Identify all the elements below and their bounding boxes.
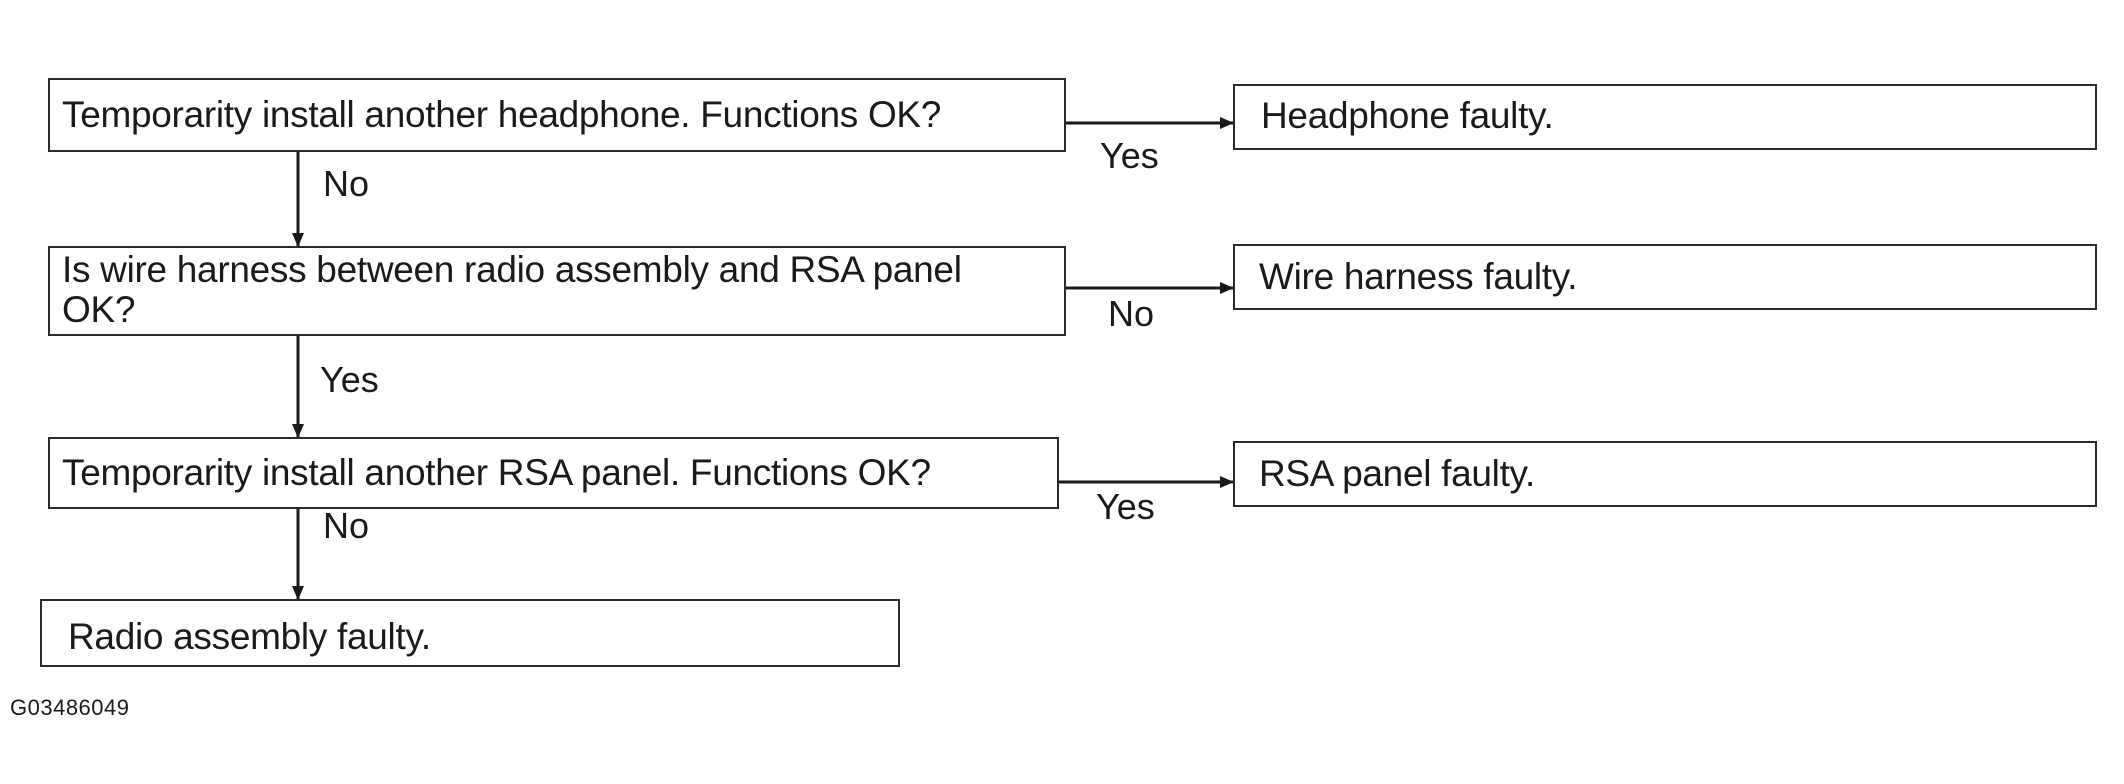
step-2-text: Is wire harness between radio assembly a… (62, 249, 962, 330)
label-step3-no: No (323, 505, 370, 546)
step-3-text: Temporarity install another RSA panel. F… (62, 452, 931, 493)
figure-code: G03486049 (10, 695, 130, 720)
label-step1-yes: Yes (1100, 135, 1159, 176)
label-step3-yes: Yes (1096, 486, 1155, 527)
outcome-3-text: RSA panel faulty. (1259, 453, 1535, 494)
step-1-box: Temporarity install another headphone. F… (48, 78, 1066, 152)
outcome-1-box: Headphone faulty. (1233, 84, 2097, 150)
label-step1-no: No (323, 163, 370, 204)
step-1-text: Temporarity install another headphone. F… (62, 94, 942, 135)
step-4-text: Radio assembly faulty. (68, 616, 431, 657)
step-3-box: Temporarity install another RSA panel. F… (48, 437, 1059, 509)
label-step2-yes: Yes (320, 359, 379, 400)
label-step2-no: No (1108, 293, 1155, 334)
outcome-3-box: RSA panel faulty. (1233, 441, 2097, 507)
step-2-box: Is wire harness between radio assembly a… (48, 246, 1066, 336)
outcome-2-text: Wire harness faulty. (1259, 256, 1578, 297)
outcome-1-text: Headphone faulty. (1261, 95, 1554, 136)
step-4-box: Radio assembly faulty. (40, 599, 900, 667)
outcome-2-box: Wire harness faulty. (1233, 244, 2097, 310)
